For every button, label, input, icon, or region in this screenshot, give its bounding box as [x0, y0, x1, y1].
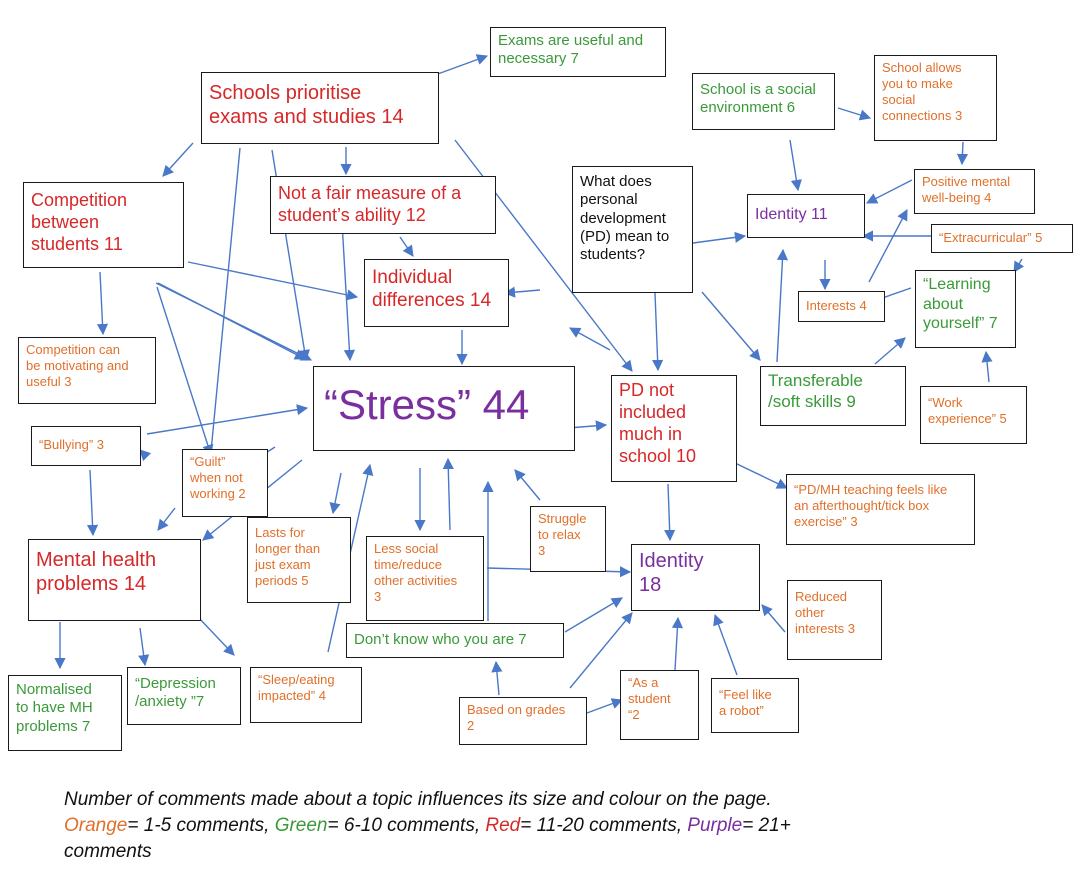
arrow-18 [776, 248, 789, 363]
arrow-47 [761, 604, 786, 633]
node-bullying: “Bullying” 3 [31, 426, 141, 466]
node-competition: Competition between students 11 [23, 182, 184, 268]
node-interests: Interests 4 [798, 291, 885, 322]
arrow-29 [981, 350, 993, 383]
arrow-1 [434, 54, 489, 76]
node-feel-robot: “Feel like a robot” [711, 678, 799, 733]
arrow-27 [874, 337, 906, 365]
node-identity-18: Identity 18 [631, 544, 760, 611]
arrow-25 [868, 209, 908, 283]
arrow-43 [569, 612, 633, 689]
node-normalised: Normalised to have MH problems 7 [8, 675, 122, 751]
node-stress: “Stress” 44 [313, 366, 575, 451]
legend-red-desc: = 11-20 comments, [520, 815, 688, 837]
node-pd-mh-teaching: “PD/MH teaching feels like an afterthoug… [786, 474, 975, 545]
arrow-45 [671, 616, 684, 671]
legend-green: Green [274, 815, 328, 837]
arrow-46 [713, 613, 738, 676]
arrow-44 [586, 698, 624, 714]
arrow-17 [701, 291, 761, 361]
arrow-28 [1013, 258, 1025, 273]
arrow-13 [503, 286, 541, 298]
node-depression: “Depression /anxiety ”7 [127, 667, 241, 725]
node-guilt: “Guilt” when not working 2 [182, 449, 268, 517]
arrow-51 [491, 660, 503, 696]
node-reduced-interests: Reduced other interests 3 [787, 580, 882, 660]
node-extracurricular: “Extracurricular” 5 [931, 224, 1073, 253]
legend-green-desc: = 6-10 comments, [327, 815, 486, 837]
arrow-7 [399, 236, 414, 257]
node-school-social: School is a social environment 6 [692, 73, 835, 130]
legend-purple: Purple [687, 815, 743, 837]
arrow-42 [564, 597, 623, 633]
arrow-32 [86, 469, 99, 537]
node-lasts-longer: Lasts for longer than just exam periods … [247, 517, 351, 603]
node-positive-mh: Positive mental well-being 4 [914, 169, 1035, 214]
legend-red: Red [485, 815, 521, 837]
node-schools-prioritise: Schools prioritise exams and studies 14 [201, 72, 439, 144]
legend-line-2: Orange= 1-5 comments, Green= 6-10 commen… [64, 813, 964, 865]
node-school-allows: School allows you to make social connect… [874, 55, 997, 141]
arrow-14 [569, 327, 611, 351]
arrow-22 [866, 179, 913, 204]
arrow-33 [156, 286, 214, 457]
arrow-39 [442, 457, 454, 531]
node-what-pd: What does personal development (PD) mean… [572, 166, 693, 293]
node-sleep-eating: “Sleep/eating impacted” 4 [250, 667, 362, 723]
node-exams-useful: Exams are useful and necessary 7 [490, 27, 666, 77]
arrow-9 [96, 271, 109, 336]
arrow-53 [157, 282, 306, 360]
arrow-37 [329, 472, 342, 515]
legend-line-1: Number of comments made about a topic in… [64, 789, 772, 810]
legend-caption: Number of comments made about a topic in… [64, 787, 964, 866]
node-less-social: Less social time/reduce other activities… [366, 536, 484, 621]
arrow-10 [187, 261, 359, 301]
arrow-12 [341, 221, 356, 362]
node-dont-know: Don’t know who you are 7 [346, 623, 564, 658]
arrow-40 [514, 469, 541, 501]
arrow-48 [734, 462, 789, 489]
node-not-fair: Not a fair measure of a student’s abilit… [270, 176, 496, 234]
node-work-experience: “Work experience” 5 [920, 386, 1027, 444]
arrow-49 [664, 483, 676, 542]
node-struggle-relax: Struggle to relax 3 [530, 506, 606, 572]
arrow-2 [162, 142, 194, 177]
legend-orange-desc: = 1-5 comments, [127, 815, 275, 837]
arrow-5 [205, 147, 241, 464]
node-transferable: Transferable /soft skills 9 [760, 366, 906, 426]
node-based-grades: Based on grades 2 [459, 697, 587, 745]
arrow-16 [692, 231, 747, 244]
arrow-57 [157, 507, 176, 531]
arrow-55 [138, 627, 150, 667]
arrow-21 [956, 141, 969, 166]
arrow-20 [837, 107, 872, 121]
legend-orange: Orange [64, 815, 128, 837]
node-comp-motivating: Competition can be motivating and useful… [18, 337, 156, 404]
node-learning: “Learning about yourself” 7 [915, 270, 1016, 348]
node-as-student: “As a student “2 [620, 670, 699, 740]
node-identity-11: Identity 11 [747, 194, 865, 238]
node-mental-health-problems: Mental health problems 14 [28, 539, 201, 621]
arrow-56 [197, 616, 235, 656]
arrow-15 [652, 292, 664, 372]
node-pd-not-included: PD not included much in school 10 [611, 375, 737, 482]
node-individual: Individual differences 14 [364, 259, 509, 327]
arrow-19 [789, 139, 802, 192]
legend-purple-desc: = 21+ comments [64, 815, 791, 863]
arrow-30 [146, 404, 309, 435]
